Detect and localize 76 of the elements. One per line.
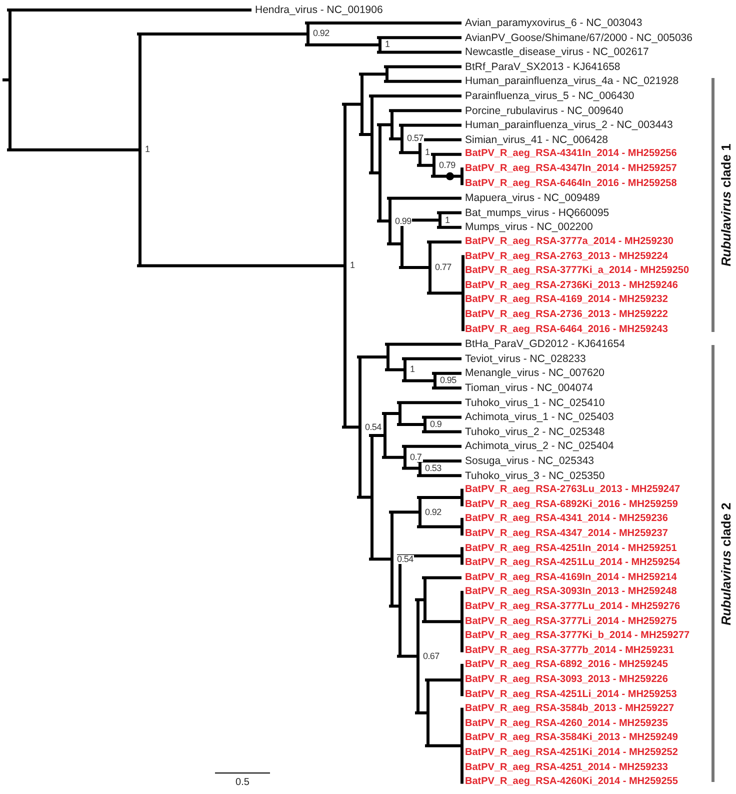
taxon-label: Tioman_virus - NC_004074 [465,382,594,394]
taxon-label: Porcine_rubulavirus - NC_009640 [465,104,624,117]
taxon-label: BatPV_R_aeg_RSA-4341In_2014 - MH259256 [465,148,677,160]
taxon-label: BatPV_R_aeg_RSA-4347_2014 - MH259237 [465,528,668,540]
taxon-label: Simian_virus_41 - NC_006428 [465,134,608,146]
taxon-label: BatPV_R_aeg_RSA-3777Lu_2014 - MH259276 [465,601,680,613]
taxon-label: Teviot_virus - NC_028233 [465,352,586,365]
taxon-label: BatPV_R_aeg_RSA-4251In_2014 - MH259251 [465,542,677,555]
taxon-label: Tuhoko_virus_1 - NC_025410 [465,396,605,409]
taxon-label: Menangle_virus - NC_007620 [465,367,604,380]
taxon-label: Newcastle_disease_virus - NC_002617 [465,46,649,58]
support-value: 1 [384,40,391,50]
support-value: 1 [349,261,356,270]
taxon-label: BatPV_R_aeg_RSA-3777a_2014 - MH259230 [465,236,674,248]
support-value: 0.79 [438,160,456,170]
support-value: 1 [144,145,151,154]
clade-label: Rubulavirus clade 1 [718,144,734,266]
taxon-label: Sosuga_virus - NC_025343 [465,455,594,467]
support-value: 0.57 [406,134,424,144]
taxon-label: BatPV_R_aeg_RSA-4169_2014 - MH259232 [465,294,668,306]
taxon-label: BatPV_R_aeg_RSA-3777Li_2014 - MH259275 [465,616,677,628]
taxon-label: BatPV_R_aeg_RSA-6892_2016 - MH259245 [465,659,668,672]
taxon-label: BatPV_R_aeg_RSA-2763_2013 - MH259224 [465,250,668,263]
support-value: 0.9 [429,420,443,429]
taxon-label: Achimota_virus_1 - NC_025403 [465,411,614,424]
taxon-label: BtHa_ParaV_GD2012 - KJ641654 [465,338,625,350]
taxon-label: BatPV_R_aeg_RSA-3093In_2013 - MH259248 [465,586,677,598]
taxon-label: BatPV_R_aeg_RSA-2736_2013 - MH259222 [465,309,668,321]
taxon-label: BatPV_R_aeg_RSA-3777Ki_a_2014 - MH259250 [465,265,690,278]
taxon-label: BatPV_R_aeg_RSA-3093_2013 - MH259226 [465,674,668,686]
taxon-label: Mapuera_virus - NC_009489 [465,192,600,204]
support-value: 0.53 [424,464,442,473]
support-value: 0.7 [409,452,423,462]
taxon-label: BatPV_R_aeg_RSA-4341_2014 - MH259236 [465,513,668,526]
taxon-label: BatPV_R_aeg_RSA-3584Ki_2013 - MH259249 [465,732,678,744]
taxon-label: BatPV_R_aeg_RSA-3584b_2013 - MH259227 [465,703,674,716]
taxon-label: BatPV_R_aeg_RSA-6464_2016 - MH259243 [465,324,668,336]
taxon-label: BatPV_R_aeg_RSA-6464In_2016 - MH259258 [465,178,677,190]
taxon-label: Tuhoko_virus_3 - NC_025350 [465,470,605,482]
taxon-label: BatPV_R_aeg_RSA-4251Ki_2014 - MH259252 [465,747,678,759]
taxon-label: BatPV_R_aeg_RSA-4347In_2014 - MH259257 [465,163,677,175]
taxon-label: BatPV_R_aeg_RSA-3777b_2014 - MH259231 [465,644,674,657]
taxon-label: Parainfluenza_virus_5 - NC_006430 [465,90,634,102]
scale-label: 0.5 [236,777,250,788]
taxon-label: Human_parainfluenza_virus_2 - NC_003443 [465,119,673,132]
support-value: 0.77 [434,263,452,272]
taxon-label: BatPV_R_aeg_RSA-3777Ki_b_2014 - MH259277 [465,630,690,642]
taxon-label: AvianPV_Goose/Shimane/67/2000 - NC_005036 [465,32,692,44]
taxon-label: BatPV_R_aeg_RSA-4251Lu_2014 - MH259254 [465,557,680,570]
taxon-label: Tuhoko_virus_2 - NC_025348 [465,426,605,438]
support-value: 0.99 [394,216,412,226]
support-value: 1 [409,365,416,374]
support-value: 0.95 [439,376,458,386]
support-value: 0.54 [364,422,382,432]
support-value: 1 [444,216,451,225]
clade-label: Rubulavirus clade 2 [718,502,734,625]
support-value: 1 [424,148,431,158]
taxon-label: BatPV_R_aeg_RSA-4169In_2014 - MH259214 [465,572,677,584]
taxon-label: Bat_mumps_virus - HQ660095 [465,206,610,219]
taxon-label: BatPV_R_aeg_RSA-6892Ki_2016 - MH259259 [465,498,678,511]
taxon-label: BatPV_R_aeg_RSA-4251_2014 - MH259233 [465,762,668,774]
support-value: 0.67 [422,652,440,661]
taxon-label: Mumps_virus - NC_002200 [465,221,593,234]
taxon-label: BatPV_R_aeg_RSA-2736Ki_2013 - MH259246 [465,280,678,292]
taxon-label: Hendra_virus - NC_001906 [255,4,383,16]
taxon-label: Human_parainfluenza_virus_4a - NC_021928 [465,75,679,88]
support-value: 0.92 [424,508,442,517]
taxon-label: BatPV_R_aeg_RSA-4251Li_2014 - MH259253 [465,688,677,701]
taxon-label: Avian_paramyxovirus_6 - NC_003043 [465,17,642,29]
taxon-label: Achimota_virus_2 - NC_025404 [465,440,614,452]
support-value: 0.92 [312,29,330,38]
taxon-label: BatPV_R_aeg_RSA-2763Lu_2013 - MH259247 [465,484,680,496]
taxon-label: BatPV_R_aeg_RSA-4260_2014 - MH259235 [465,718,668,730]
taxon-label: BtRf_ParaV_SX2013 - KJ641658 [465,60,620,73]
support-value: 0.54 [396,554,414,564]
taxon-label: BatPV_R_aeg_RSA-4260Ki_2014 - MH259255 [465,776,678,788]
